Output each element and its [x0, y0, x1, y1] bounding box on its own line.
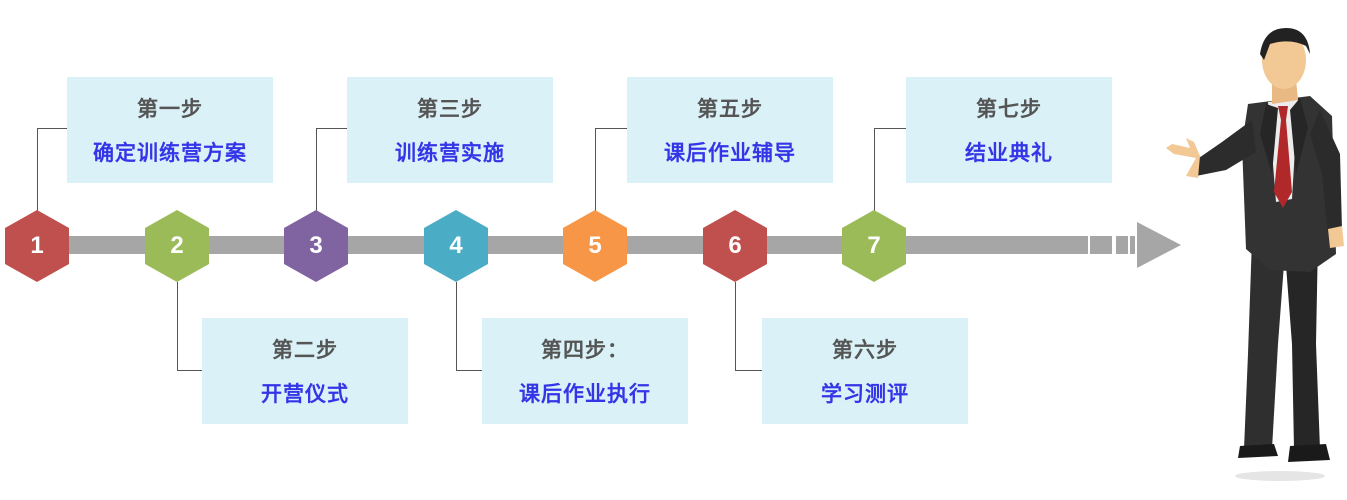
step-title: 第一步	[137, 93, 203, 123]
step-2-hexagon: 2	[145, 210, 209, 282]
connector-line	[735, 282, 763, 371]
step-6-hexagon: 6	[703, 210, 767, 282]
step-title: 第三步	[417, 93, 483, 123]
step-5-hexagon: 5	[563, 210, 627, 282]
connector-line	[177, 282, 203, 371]
step-5-box: 第五步 课后作业辅导	[627, 77, 833, 183]
step-title: 第七步	[976, 93, 1042, 123]
step-3-hexagon: 3	[284, 210, 348, 282]
step-3-box: 第三步 训练营实施	[347, 77, 553, 183]
timeline-dash	[1130, 236, 1135, 254]
step-name: 确定训练营方案	[93, 137, 247, 167]
step-name: 课后作业辅导	[664, 137, 796, 167]
connector-line	[874, 128, 907, 211]
step-name: 结业典礼	[965, 137, 1053, 167]
step-4-box: 第四步： 课后作业执行	[482, 318, 688, 424]
connector-line	[316, 128, 348, 211]
step-name: 开营仪式	[261, 378, 349, 408]
connector-line	[595, 128, 628, 211]
step-title: 第六步	[832, 334, 898, 364]
timeline-dash	[1090, 236, 1112, 254]
step-title: 第五步	[697, 93, 763, 123]
connector-line	[37, 128, 68, 211]
step-7-hexagon: 7	[842, 210, 906, 282]
step-7-box: 第七步 结业典礼	[906, 77, 1112, 183]
step-title: 第二步	[272, 334, 338, 364]
step-title: 第四步：	[541, 334, 629, 364]
step-4-hexagon: 4	[424, 210, 488, 282]
step-name: 训练营实施	[395, 137, 505, 167]
step-6-box: 第六步 学习测评	[762, 318, 968, 424]
connector-line	[456, 282, 483, 371]
step-name: 学习测评	[821, 378, 909, 408]
step-1-box: 第一步 确定训练营方案	[67, 77, 273, 183]
step-2-box: 第二步 开营仪式	[202, 318, 408, 424]
businessman-presenting-icon	[1160, 24, 1347, 484]
timeline-dash	[1116, 236, 1128, 254]
step-name: 课后作业执行	[519, 378, 651, 408]
step-1-hexagon: 1	[5, 210, 69, 282]
